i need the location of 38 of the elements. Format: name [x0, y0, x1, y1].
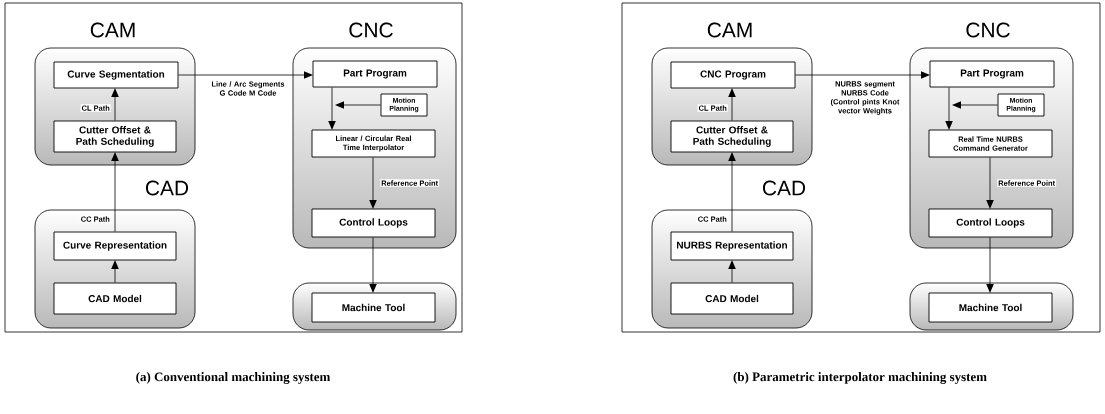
caption: (b) Parametric interpolator machining system: [733, 372, 987, 384]
node-label: CAD: [762, 180, 806, 196]
process-box: CNC Program: [670, 61, 796, 89]
arrow: [795, 71, 930, 79]
process-box: Machine Tool: [311, 292, 436, 323]
node-label: CAD: [145, 180, 189, 196]
caption: (a) Conventional machining system: [136, 372, 331, 384]
node-label: CAM: [90, 22, 135, 38]
process-box: Curve Segmentation: [53, 61, 179, 89]
node-label: CNC: [966, 22, 1010, 38]
process-box: Machine Tool: [928, 292, 1053, 323]
process-box: Control Loops: [311, 208, 436, 238]
arrow: [328, 87, 336, 130]
process-box: NURBS Representation: [670, 231, 794, 261]
arrow: [945, 87, 953, 130]
arrow: [111, 152, 119, 232]
arrow: [728, 88, 736, 121]
process-box: CAD Model: [670, 282, 794, 315]
arrow: [986, 157, 994, 209]
process-box: Cutter Offset & Path Scheduling: [53, 120, 177, 153]
arrow: [986, 237, 994, 293]
arrow: [728, 152, 736, 232]
arrow: [369, 237, 377, 293]
arrow: [335, 101, 381, 109]
arrow: [728, 260, 736, 283]
process-box: Part Program: [929, 60, 1055, 88]
process-box: Cutter Offset & Path Scheduling: [670, 120, 794, 153]
process-box: CAD Model: [53, 282, 177, 315]
node-label: CNC: [349, 22, 393, 38]
arrow: [111, 88, 119, 121]
arrow: [111, 260, 119, 283]
arrow: [178, 71, 313, 79]
node-label: CAM: [707, 22, 752, 38]
arrow: [952, 101, 998, 109]
process-box: Curve Representation: [53, 231, 177, 261]
process-box: Part Program: [312, 60, 438, 88]
process-box: Control Loops: [928, 208, 1053, 238]
arrow: [369, 157, 377, 209]
